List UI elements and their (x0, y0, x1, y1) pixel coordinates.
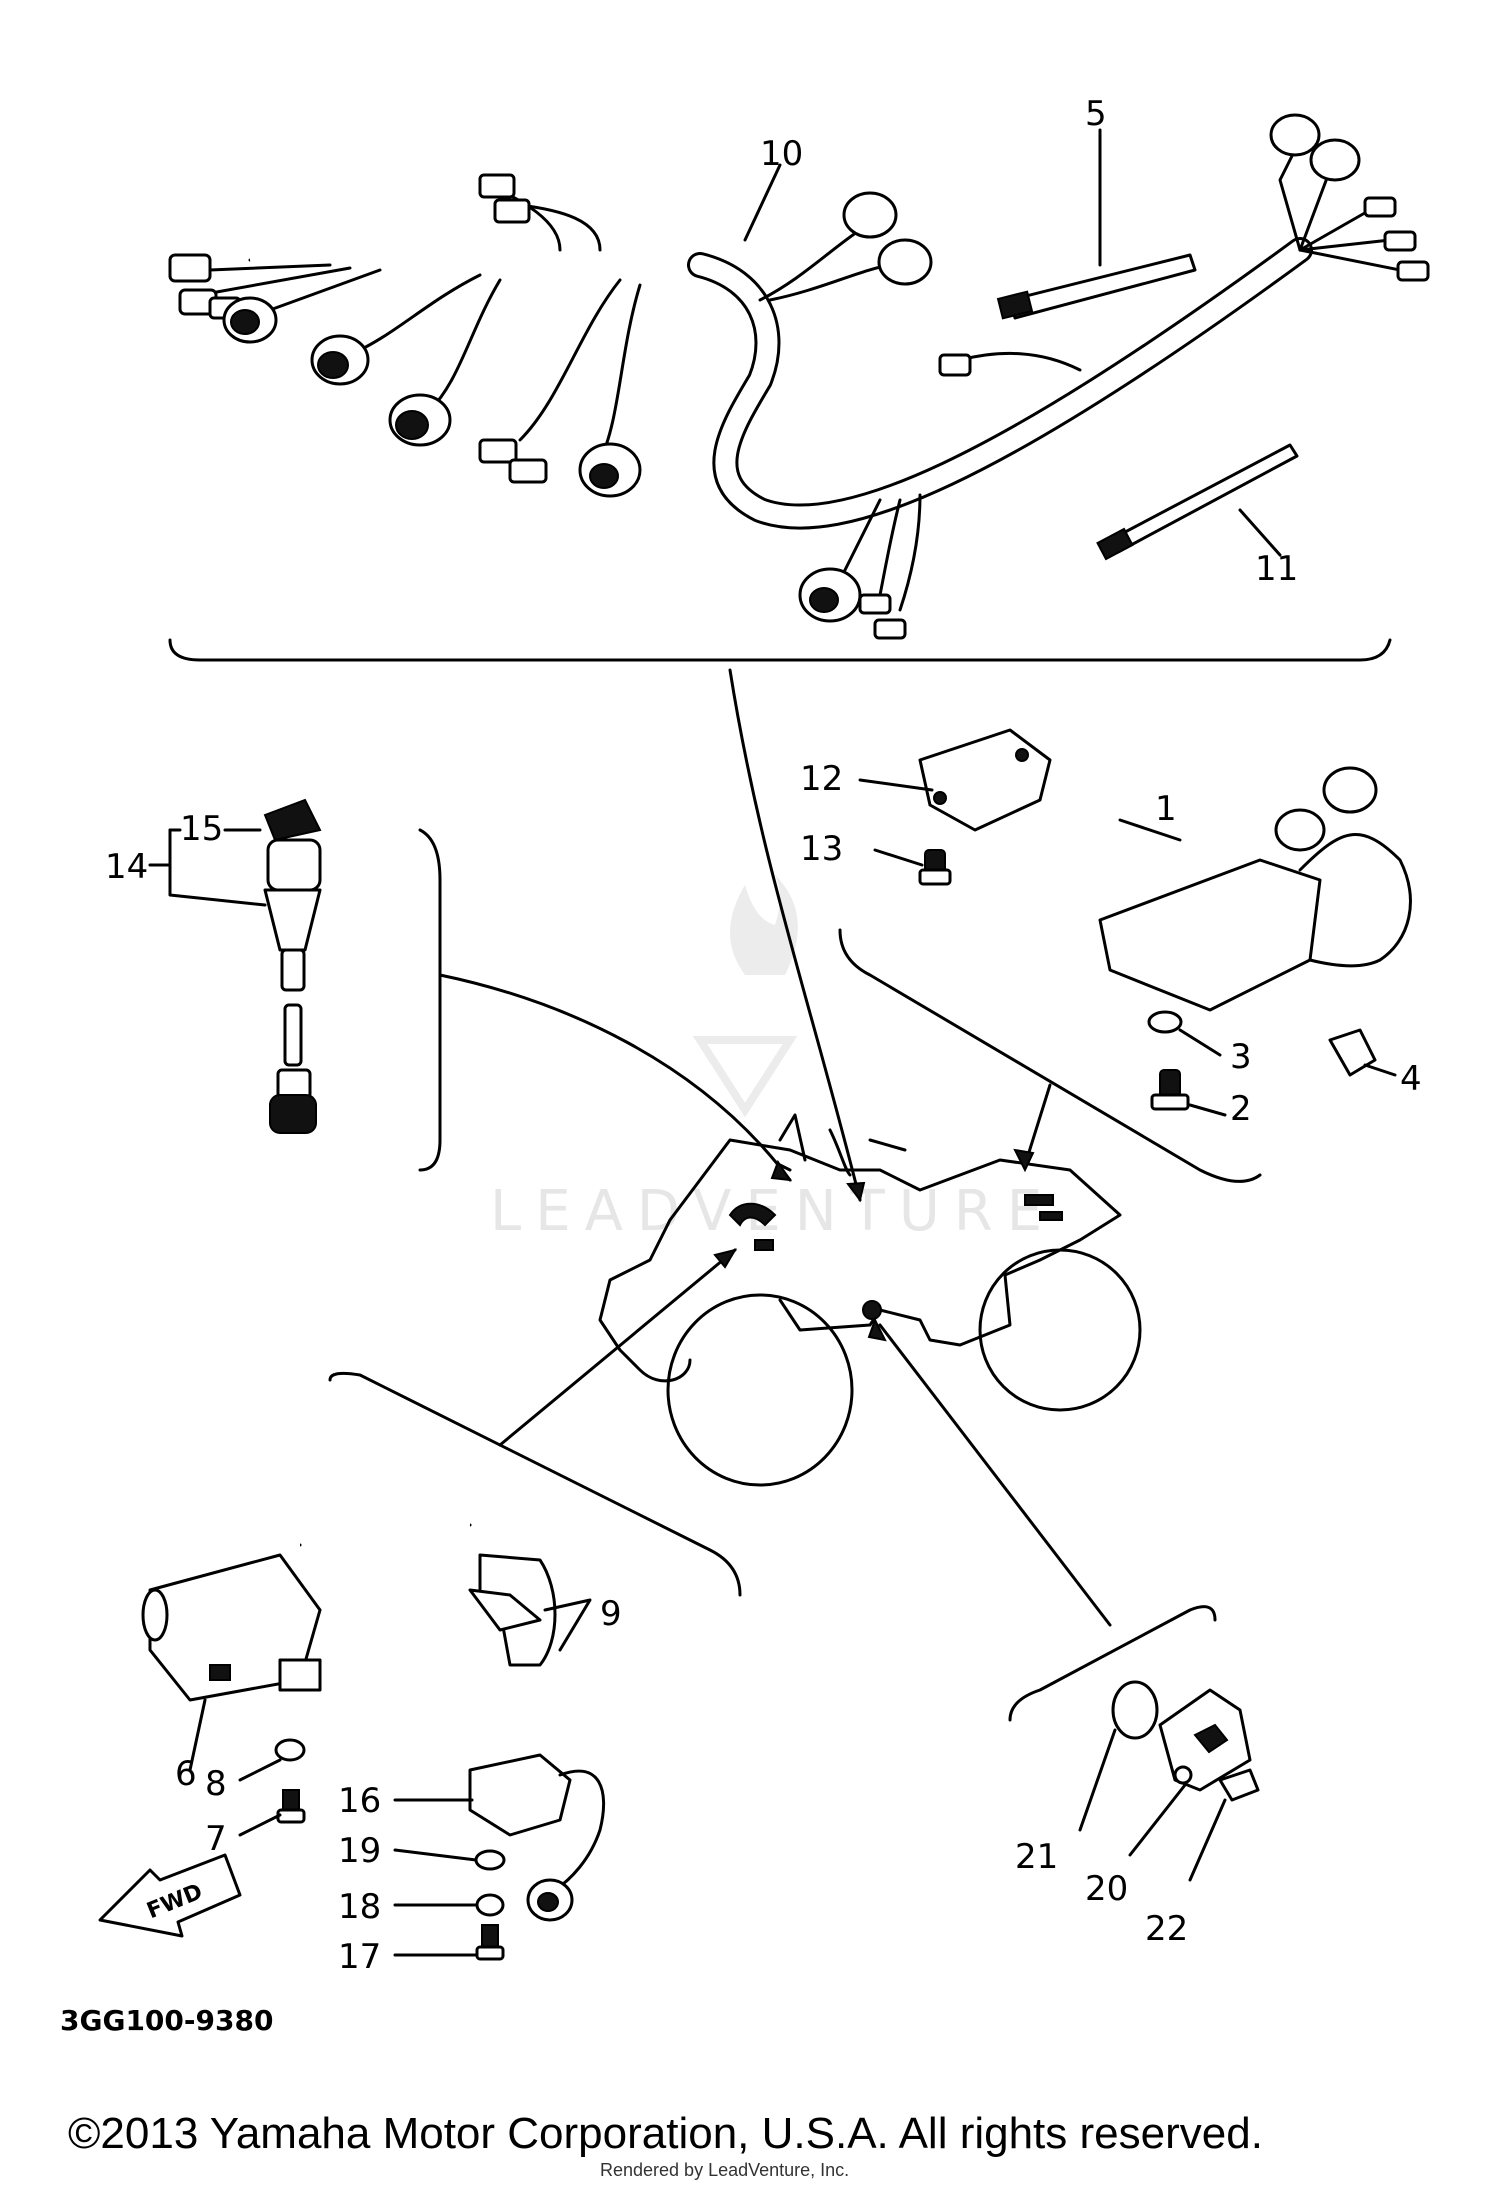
callout-19: 19 (338, 1831, 381, 1871)
cdi-unit-1 (1098, 766, 1412, 1111)
callout-8: 8 (205, 1764, 227, 1804)
part-code: 3GG100-9380 (60, 2004, 273, 2037)
callout-22: 22 (1145, 1909, 1188, 1949)
callout-14: 14 (105, 847, 148, 887)
neutral-switch-20 (1111, 1680, 1260, 1802)
callout-13: 13 (800, 829, 843, 869)
ignition-coil-6 (141, 1467, 557, 1824)
callout-5: 5 (1085, 94, 1107, 134)
fwd-arrow: FWD (98, 1853, 242, 1938)
cable-clamp-11 (1096, 443, 1299, 561)
callout-9: 9 (600, 1594, 622, 1634)
callout-7: 7 (205, 1819, 227, 1859)
callouts: 1 2 3 4 5 6 7 8 9 10 11 12 13 14 15 16 1… (105, 94, 1422, 1977)
callout-10: 10 (760, 134, 803, 174)
callout-2: 2 (1230, 1089, 1252, 1129)
callout-16: 16 (338, 1781, 381, 1821)
callout-6: 6 (175, 1754, 197, 1794)
callout-12: 12 (800, 759, 843, 799)
callout-20: 20 (1085, 1869, 1128, 1909)
callout-4: 4 (1400, 1059, 1422, 1099)
callout-21: 21 (1015, 1837, 1058, 1877)
copyright-text: ©2013 Yamaha Motor Corporation, U.S.A. A… (68, 2109, 1263, 2158)
callout-17: 17 (338, 1937, 381, 1977)
main-switch-14 (263, 798, 322, 1134)
callout-11: 11 (1255, 549, 1298, 589)
cable-band-5 (996, 253, 1197, 320)
renderer-text: Rendered by LeadVenture, Inc. (600, 2160, 849, 2180)
callout-3: 3 (1230, 1037, 1252, 1077)
watermark-text: LEADVENTURE (490, 1179, 1056, 1244)
wire-harness (168, 113, 1430, 640)
callout-1: 1 (1155, 789, 1177, 829)
callout-15: 15 (180, 809, 223, 849)
relay-16 (468, 1753, 606, 1961)
regulator-12 (918, 728, 1052, 886)
atv-outline (598, 1113, 1142, 1487)
watermark: LEADVENTURE (490, 875, 1056, 1244)
callout-18: 18 (338, 1887, 381, 1927)
